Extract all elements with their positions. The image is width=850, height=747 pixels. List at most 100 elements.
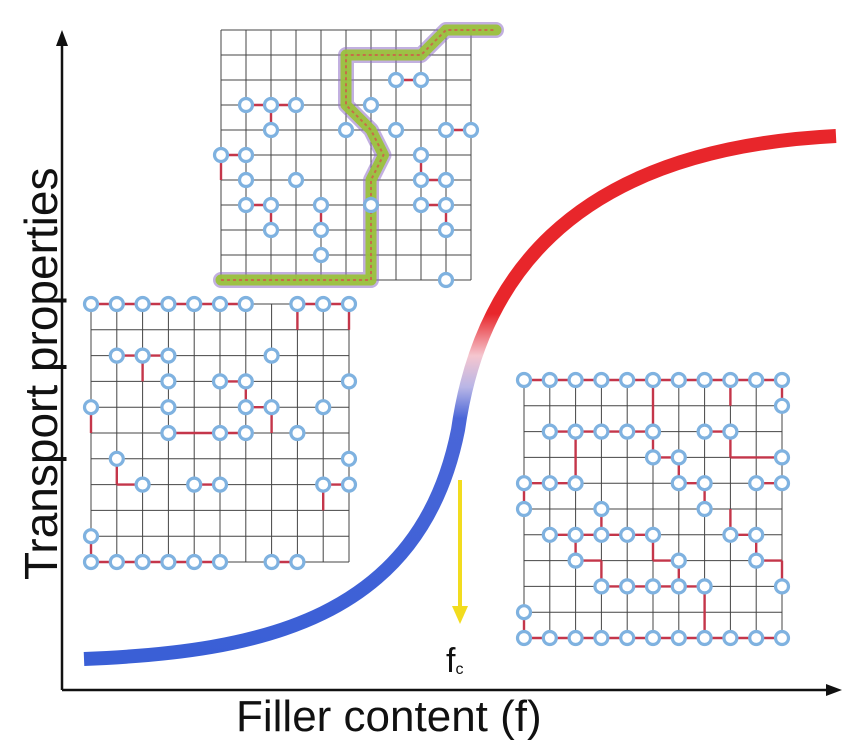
filler-particle (722, 526, 739, 543)
filler-particle (748, 475, 765, 492)
filler-particle (696, 475, 713, 492)
filler-particle (82, 295, 100, 313)
filler-particle (412, 171, 430, 189)
filler-particle (287, 96, 305, 114)
filler-particle (748, 629, 765, 647)
filler-particle (619, 423, 636, 440)
filler-particle (773, 629, 791, 647)
filler-particle (644, 629, 662, 647)
filler-particle (696, 423, 713, 440)
filler-particle (619, 371, 636, 389)
filler-particle (773, 449, 791, 466)
threshold-label: fc (446, 642, 464, 680)
filler-particle (212, 146, 230, 164)
filler-particle (462, 121, 480, 139)
filler-particle (211, 476, 229, 493)
filler-particle (186, 295, 203, 313)
filler-particle (412, 196, 430, 214)
filler-particle (387, 121, 405, 139)
filler-particle (82, 399, 100, 416)
filler-particle (412, 146, 430, 164)
filler-particle (437, 171, 455, 189)
filler-particle (670, 629, 687, 647)
filler-particle (670, 475, 687, 492)
filler-particle (134, 295, 151, 313)
filler-particle (315, 399, 332, 416)
filler-particle (437, 121, 455, 139)
filler-particle (337, 121, 355, 139)
x-axis-label: Filler content (f) (236, 692, 542, 741)
filler-particle (567, 526, 584, 543)
filler-particle (593, 526, 610, 543)
filler-particle (312, 221, 330, 239)
filler-particle (593, 371, 610, 389)
filler-particle (312, 246, 330, 264)
filler-particle (237, 96, 255, 114)
filler-particle (722, 371, 739, 389)
filler-particle (515, 500, 533, 518)
filler-particle (619, 526, 636, 543)
filler-particle (593, 423, 610, 440)
lattice-dense (515, 371, 791, 647)
filler-particle (160, 295, 177, 313)
filler-particle (644, 526, 662, 543)
filler-particle (670, 552, 687, 569)
filler-particle (134, 476, 151, 493)
filler-particle (773, 371, 791, 389)
filler-particle (237, 373, 254, 390)
filler-particle (593, 629, 610, 647)
filler-particle (287, 171, 305, 189)
filler-particle (82, 528, 100, 545)
filler-particle (211, 553, 229, 571)
filler-particle (340, 295, 358, 313)
filler-particle (748, 552, 765, 569)
filler-particle (315, 476, 332, 493)
filler-particle (593, 578, 610, 595)
filler-particle (262, 96, 280, 114)
filler-particle (312, 196, 330, 214)
filler-particle (567, 629, 584, 647)
filler-particle (108, 295, 125, 313)
filler-particle (670, 371, 687, 389)
lattice-percolated (212, 22, 504, 289)
filler-particle (160, 347, 177, 364)
x-axis-arrowhead (826, 684, 842, 696)
filler-particle (619, 578, 636, 595)
filler-particle (515, 604, 533, 621)
filler-particle (644, 423, 662, 440)
y-axis-arrowhead (56, 30, 68, 46)
filler-particle (515, 371, 533, 389)
threshold-arrow-head (452, 606, 468, 624)
filler-particle (289, 424, 306, 442)
filler-particle (108, 347, 125, 364)
filler-particle (315, 295, 332, 313)
filler-particle (696, 500, 713, 518)
filler-particle (263, 553, 280, 571)
filler-particle (160, 553, 177, 571)
filler-particle (237, 171, 255, 189)
filler-particle (211, 295, 229, 313)
filler-particle (387, 71, 405, 89)
filler-particle (237, 196, 255, 214)
axes (56, 30, 842, 696)
filler-particle (541, 475, 558, 492)
filler-particle (160, 373, 177, 390)
filler-particle (289, 295, 306, 313)
filler-particle (773, 475, 791, 492)
filler-particle (670, 449, 687, 466)
filler-particle (362, 96, 380, 114)
filler-particle (211, 424, 229, 442)
filler-particle (340, 476, 358, 493)
filler-particle (515, 629, 533, 647)
filler-particle (186, 553, 203, 571)
filler-particle (541, 526, 558, 543)
filler-particle (340, 373, 358, 390)
filler-particle (567, 423, 584, 440)
filler-particle (108, 450, 125, 467)
filler-particle (134, 347, 151, 364)
filler-particle (160, 424, 177, 442)
filler-particle (412, 71, 430, 89)
filler-particle (541, 423, 558, 440)
filler-particle (644, 449, 662, 466)
filler-particle (262, 221, 280, 239)
